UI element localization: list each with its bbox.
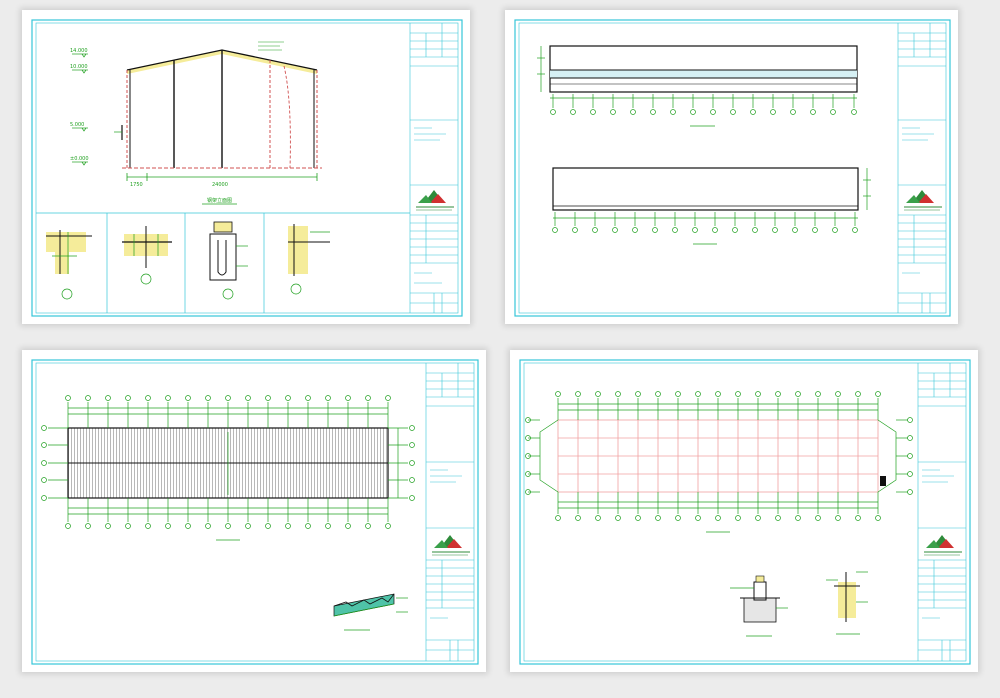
elevation-label-1: 14.000: [70, 48, 88, 54]
sheet-border: [514, 19, 951, 317]
sheet-border: [31, 359, 479, 665]
company-logo: [924, 535, 962, 556]
detail-4: [288, 224, 330, 295]
company-logo: [904, 190, 942, 211]
title-block-text-lines: [902, 127, 934, 274]
elevation-label-4: ±0.000: [70, 156, 89, 162]
sheet-svg: [519, 359, 971, 665]
title-block: [409, 23, 458, 313]
drawing-sheet-wall-elevations: [505, 10, 958, 324]
roof-plan: [67, 427, 389, 499]
drawing-title: 钢架立面图: [207, 197, 232, 204]
title-block: [917, 363, 966, 661]
dimension-label-2: 24000: [212, 182, 228, 188]
roof-axis-sides: [41, 425, 415, 501]
sheet-inner-border: [35, 362, 475, 662]
portal-frame-elevation: [114, 49, 322, 181]
title-block-text-lines: [922, 469, 954, 619]
rear-axis-ticks: [552, 212, 858, 245]
front-axis-ticks: [550, 94, 857, 127]
roof-axis-top: [65, 395, 391, 428]
rear-wall-elevation: [552, 167, 871, 219]
sheet-inner-border: [523, 362, 967, 662]
foundation-axis-bottom: [555, 492, 881, 533]
company-logo: [416, 190, 454, 211]
roof-section-detail: [333, 593, 408, 631]
sheet-svg: 14.000 10.000 5.000 ±0.000 1750 24000 钢架…: [31, 19, 463, 317]
column-grid: [557, 419, 879, 493]
dimension-label-1: 1750: [130, 182, 143, 188]
elevation-label-3: 5.000: [70, 122, 84, 128]
detail-2: [122, 226, 172, 285]
elevation-callouts: [258, 41, 284, 51]
sheet-svg: [514, 19, 951, 317]
elevation-label-2: 10.000: [70, 64, 88, 70]
title-block-text-lines: [414, 127, 446, 284]
drawing-sheet-foundation-plan: [510, 350, 978, 672]
title-block: [897, 23, 946, 313]
sheet-border: [31, 19, 463, 317]
foundation-detail-2: [826, 571, 868, 635]
company-logo: [432, 535, 470, 556]
sheet-inner-border: [518, 22, 947, 314]
sheet-border: [519, 359, 971, 665]
foundation-axis-top: [555, 391, 881, 420]
foundation-axis-sides: [525, 417, 913, 495]
detail-3: [209, 221, 248, 300]
foundation-detail-1: [730, 575, 788, 637]
front-wall-elevation: [537, 45, 858, 99]
title-block-text-lines: [430, 469, 462, 619]
title-block: [425, 363, 474, 661]
drawing-sheet-elevation: 14.000 10.000 5.000 ±0.000 1750 24000 钢架…: [22, 10, 470, 324]
elevation-markers: [72, 53, 88, 166]
drawing-sheet-roof-plan: [22, 350, 486, 672]
roof-axis-bottom: [65, 498, 391, 541]
sheet-svg: [31, 359, 479, 665]
detail-1: [46, 230, 92, 300]
sheet-inner-border: [35, 22, 459, 314]
